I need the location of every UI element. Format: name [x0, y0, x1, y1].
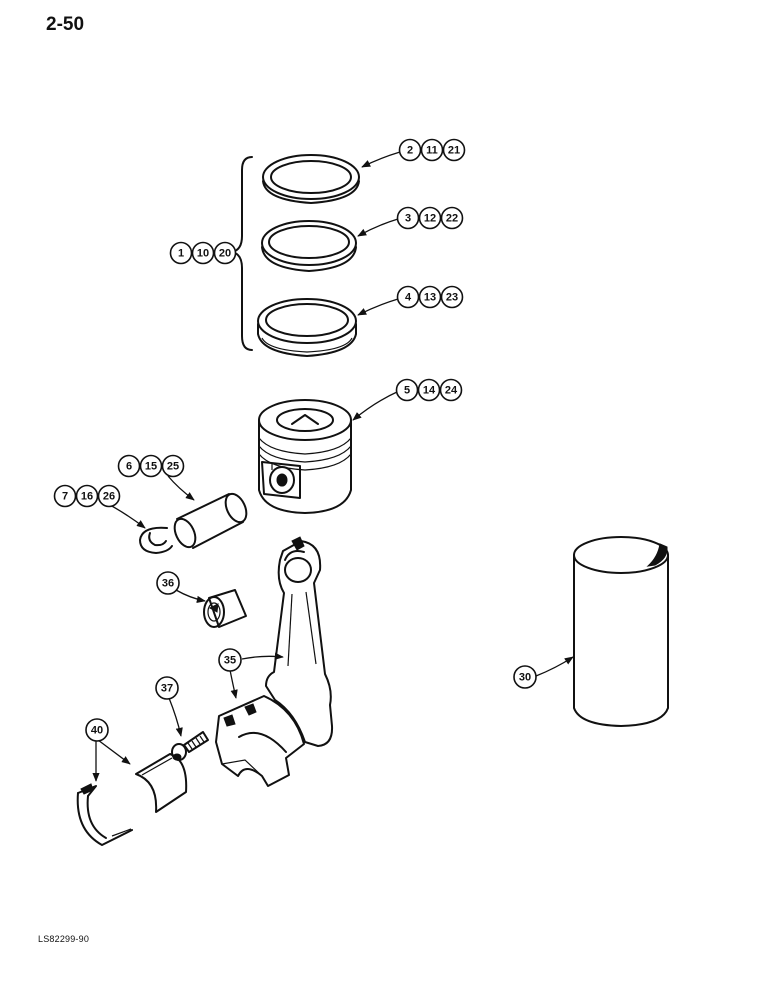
callout-number: 30 [519, 672, 531, 684]
leader-pin-bushing [175, 589, 206, 603]
callout-number: 3 [405, 213, 411, 225]
callout-number: 37 [161, 683, 173, 695]
callout-number: 4 [405, 292, 412, 304]
callout-number: 12 [424, 213, 436, 225]
leader-top-ring [361, 151, 401, 168]
connecting-rod-part [265, 536, 334, 747]
leader-bearing-upper [97, 739, 131, 765]
callout-rod-bearing-40: 40 [85, 718, 109, 742]
top-ring-part [262, 154, 360, 204]
figure-code: LS82299-90 [38, 934, 90, 944]
callout-number: 35 [224, 655, 236, 667]
rod-bolt-part [171, 731, 209, 761]
callout-rod-bolt-37: 37 [155, 676, 179, 700]
callout-layer: 1 10 20 2 11 21 3 12 22 4 13 23 5 14 24 6 15 25 7 16 26 30 35 3… [53, 138, 537, 742]
callout-number: 22 [446, 213, 458, 225]
callout-oil-ring-23: 23 [440, 285, 464, 309]
callout-oil-ring-13: 13 [418, 285, 442, 309]
callout-second-ring-3: 3 [396, 206, 420, 230]
callout-number: 1 [178, 248, 184, 260]
callout-number: 13 [424, 292, 436, 304]
leader-piston-pin [167, 475, 195, 501]
callout-piston-pin-6: 6 [117, 454, 141, 478]
leader-second-ring [357, 218, 399, 237]
callout-piston-pin-15: 15 [139, 454, 163, 478]
callout-number: 25 [167, 461, 179, 473]
callout-connecting-rod-35: 35 [218, 648, 242, 672]
snap-ring-part [139, 526, 173, 554]
callout-piston-5: 5 [395, 378, 419, 402]
callout-number: 40 [91, 725, 103, 737]
leader-rod [241, 652, 284, 660]
leader-rod-bolt [168, 697, 183, 737]
callout-number: 26 [103, 491, 115, 503]
callout-oil-ring-4: 4 [396, 285, 420, 309]
cylinder-liner-part [573, 536, 669, 727]
callout-top-ring-11: 11 [420, 138, 444, 162]
callout-piston-pin-25: 25 [161, 454, 185, 478]
second-ring-part [261, 220, 357, 272]
callout-snap-ring-7: 7 [53, 484, 77, 508]
callout-number: 36 [162, 578, 174, 590]
callout-second-ring-12: 12 [418, 206, 442, 230]
page-number: 2-50 [46, 14, 85, 35]
callout-second-ring-22: 22 [440, 206, 464, 230]
oil-ring-part [257, 298, 357, 357]
callout-ring-set-10: 10 [191, 241, 215, 265]
callout-number: 11 [426, 145, 438, 157]
callout-number: 24 [445, 385, 458, 397]
callout-number: 20 [219, 248, 231, 260]
callout-number: 2 [407, 145, 413, 157]
callout-number: 7 [62, 491, 68, 503]
callout-number: 21 [448, 145, 460, 157]
pin-bushing-part [203, 589, 247, 628]
callout-ring-set-1: 1 [169, 241, 193, 265]
callout-piston-24: 24 [439, 378, 463, 402]
leader-snap-ring [109, 504, 146, 529]
piston-pin-part [173, 492, 248, 549]
callout-number: 5 [404, 385, 410, 397]
rod-cap-part [215, 695, 305, 787]
callout-top-ring-2: 2 [398, 138, 422, 162]
callout-piston-14: 14 [417, 378, 441, 402]
leader-liner [535, 656, 574, 677]
callout-pin-bushing-36: 36 [156, 571, 180, 595]
callout-liner-30: 30 [513, 665, 537, 689]
callout-top-ring-21: 21 [442, 138, 466, 162]
callout-snap-ring-26: 26 [97, 484, 121, 508]
piston-part [258, 399, 352, 514]
callout-snap-ring-16: 16 [75, 484, 99, 508]
rod-bearing-part [76, 753, 188, 846]
leader-oil-ring [357, 298, 399, 316]
callout-number: 14 [423, 385, 436, 397]
callout-number: 6 [126, 461, 132, 473]
callout-ring-set-20: 20 [213, 241, 237, 265]
leader-rod-cap [229, 669, 238, 699]
callout-number: 23 [446, 292, 458, 304]
callout-number: 15 [145, 461, 157, 473]
callout-number: 10 [197, 248, 209, 260]
leader-piston [352, 391, 398, 421]
callout-number: 16 [81, 491, 93, 503]
